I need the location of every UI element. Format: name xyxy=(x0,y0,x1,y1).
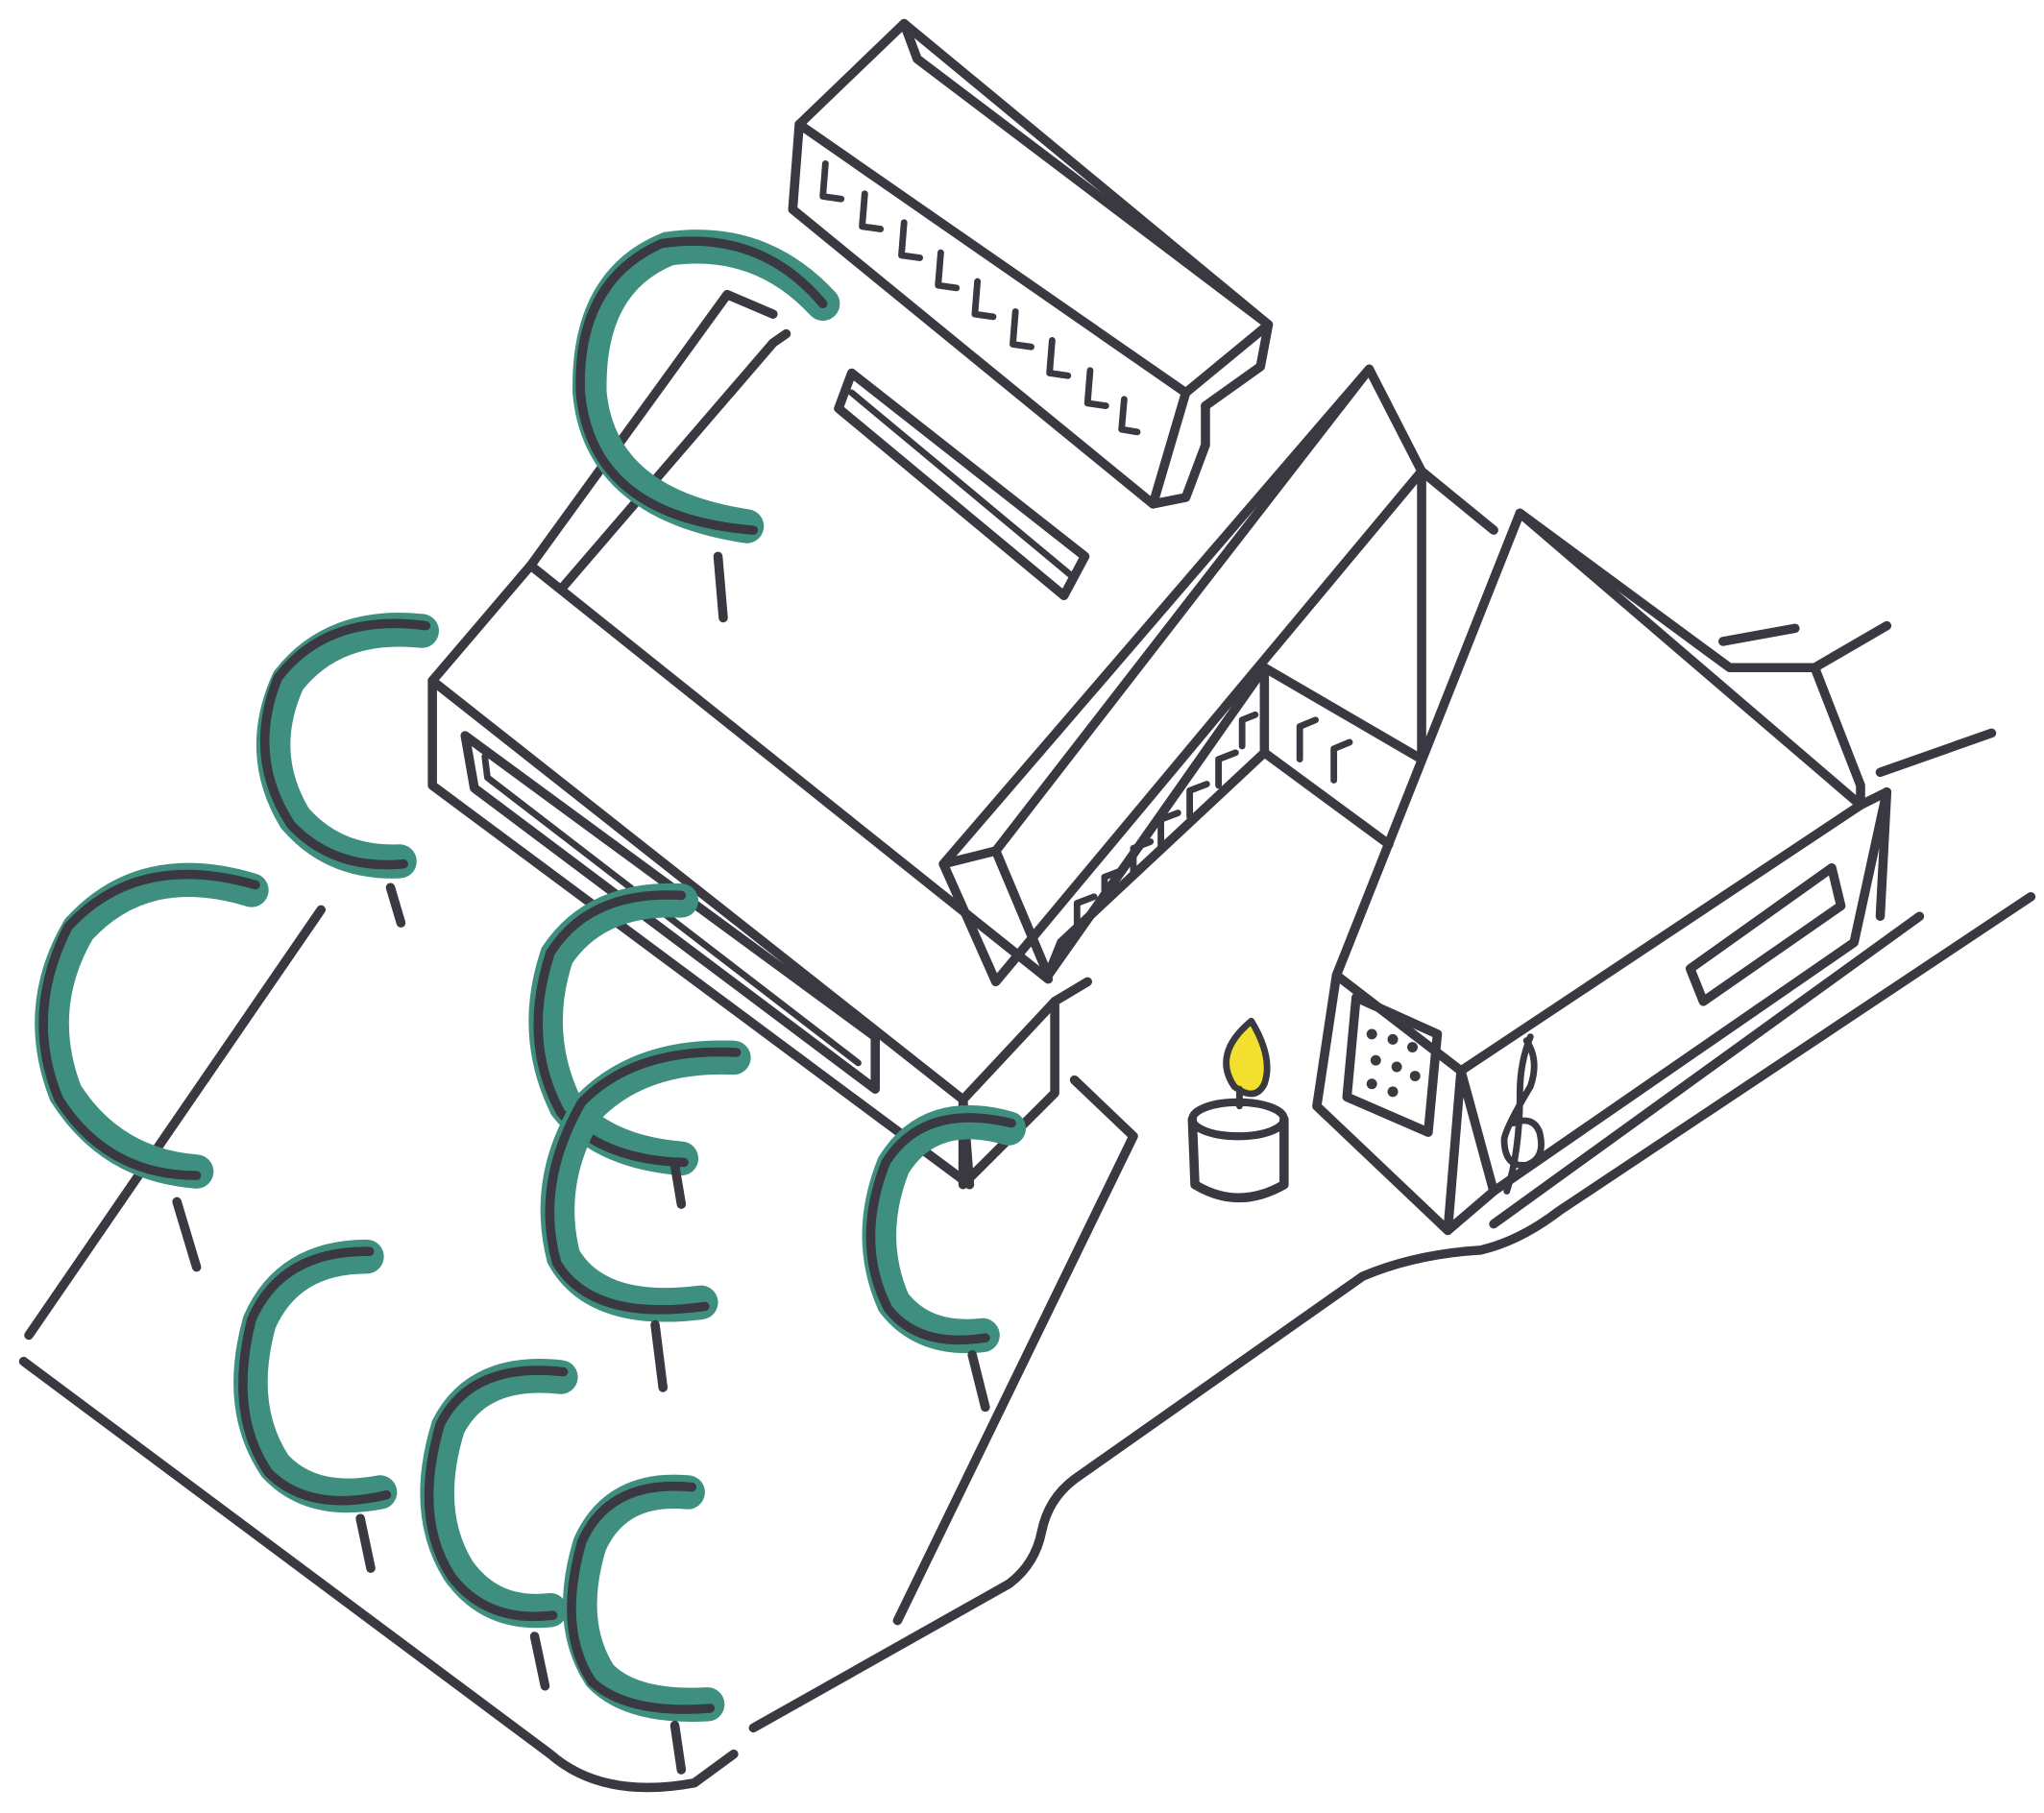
treble-clef-icon xyxy=(1504,1037,1542,1192)
trees xyxy=(43,241,1011,1770)
tree-icon xyxy=(265,623,426,923)
tree-icon xyxy=(43,875,256,1268)
candle-icon xyxy=(1192,1021,1283,1197)
tree-icon xyxy=(538,895,684,1163)
main-building xyxy=(432,295,1087,1185)
tree-icon xyxy=(549,1052,736,1388)
site-outline xyxy=(24,628,2032,1787)
tree-icon xyxy=(243,1251,387,1568)
tree-icon xyxy=(572,1487,710,1770)
central-connector xyxy=(943,369,1494,981)
right-building xyxy=(1317,513,1886,1230)
tree-icon xyxy=(429,1370,564,1686)
